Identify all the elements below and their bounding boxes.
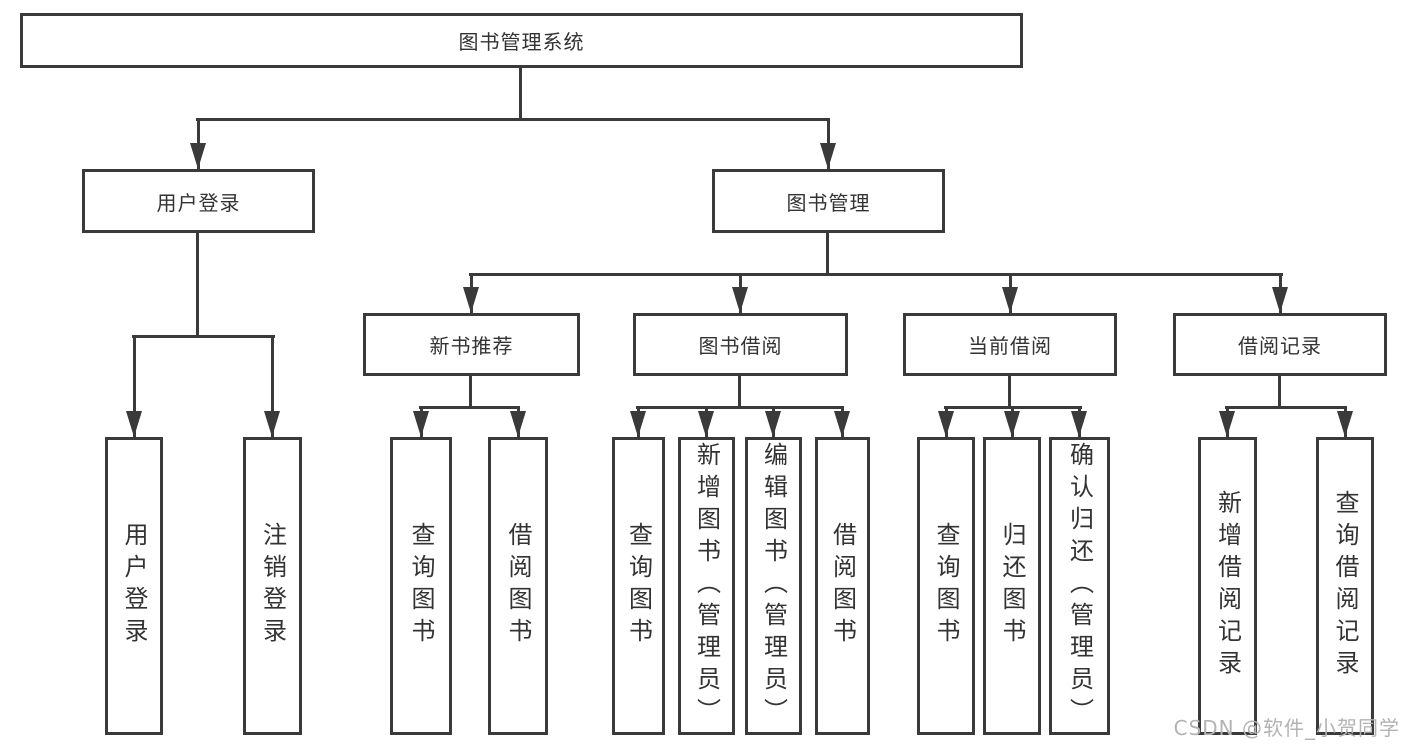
leaf-user-login-label: 用户登录 — [120, 522, 148, 650]
leaf-bb-edit-books: 编辑图书（管理员） — [745, 437, 802, 735]
leaf-bb-query-books-label: 查询图书 — [624, 522, 653, 650]
arrow-to-borrow-record — [1272, 273, 1288, 313]
leaf-cb-confirm-return-label: 确认归还（管理员） — [1065, 442, 1094, 730]
leaf-bb-borrow-books-label: 借阅图书 — [828, 522, 857, 650]
arrow-to-current-borrow — [1002, 273, 1018, 313]
arrow-to-leaf-logout — [264, 335, 280, 437]
connector-user-login-stem — [196, 233, 199, 338]
node-user-login-label: 用户登录 — [156, 190, 241, 215]
leaf-rec-query-books: 查询图书 — [390, 437, 452, 735]
connector-level3-rail — [469, 273, 1283, 276]
leaf-bb-query-books: 查询图书 — [612, 437, 665, 735]
connector-level2-rail — [196, 118, 830, 121]
leaf-rec-borrow-books-label: 借阅图书 — [504, 522, 532, 650]
node-new-book-rec: 新书推荐 — [363, 313, 580, 376]
leaf-bb-edit-books-label: 编辑图书（管理员） — [759, 442, 788, 730]
leaf-bb-add-books: 新增图书（管理员） — [678, 437, 735, 735]
leaf-bb-borrow-books: 借阅图书 — [815, 437, 870, 735]
node-borrow-record-label: 借阅记录 — [1238, 334, 1322, 358]
leaf-cb-return-books: 归还图书 — [983, 437, 1041, 735]
node-book-mgmt: 图书管理 — [712, 169, 945, 233]
node-new-book-rec-label: 新书推荐 — [429, 334, 514, 358]
root-node: 图书管理系统 — [20, 13, 1023, 68]
connector-book-borrow-rail — [636, 406, 844, 409]
csdn-watermark: CSDN @软件_小贺同学 — [1173, 716, 1400, 740]
leaf-cb-confirm-return: 确认归还（管理员） — [1049, 437, 1110, 735]
arrow-to-leaf-bb-edit — [765, 406, 781, 437]
connector-book-mgmt-stem — [826, 233, 829, 276]
leaf-user-login: 用户登录 — [105, 437, 163, 735]
node-borrow-record: 借阅记录 — [1173, 313, 1387, 376]
connector-new-book-rec-rail — [419, 406, 520, 409]
node-book-borrow-label: 图书借阅 — [698, 334, 783, 358]
leaf-logout-label: 注销登录 — [258, 522, 287, 650]
node-current-borrow-label: 当前借阅 — [968, 334, 1052, 358]
arrow-to-book-borrow — [732, 273, 748, 313]
connector-borrow-record-stem — [1278, 376, 1281, 409]
connector-current-borrow-stem — [1008, 376, 1011, 409]
node-user-login: 用户登录 — [82, 169, 315, 233]
arrow-to-new-book-rec — [463, 273, 479, 313]
arrow-to-leaf-user-login — [126, 335, 142, 437]
connector-borrow-record-rail — [1225, 406, 1346, 409]
root-node-label: 图书管理系统 — [458, 30, 585, 54]
arrow-to-book-mgmt — [820, 118, 836, 169]
leaf-bb-add-books-label: 新增图书（管理员） — [692, 442, 721, 730]
leaf-br-query-record-label: 查询借阅记录 — [1331, 490, 1359, 682]
node-book-borrow: 图书借阅 — [633, 313, 848, 376]
arrow-to-leaf-rec-query — [413, 406, 429, 437]
arrow-to-leaf-cb-query — [938, 406, 954, 437]
node-current-borrow: 当前借阅 — [903, 313, 1117, 376]
arrow-to-leaf-br-query — [1337, 406, 1353, 437]
connector-user-login-rail — [132, 335, 275, 338]
arrow-to-leaf-bb-query — [630, 406, 646, 437]
arrow-to-leaf-bb-borrow — [834, 406, 850, 437]
leaf-br-query-record: 查询借阅记录 — [1316, 437, 1374, 735]
node-book-mgmt-label: 图书管理 — [786, 190, 871, 215]
leaf-logout: 注销登录 — [243, 437, 302, 735]
leaf-cb-query-books-label: 查询图书 — [932, 522, 960, 650]
connector-root-stem — [519, 68, 522, 121]
arrow-to-leaf-rec-borrow — [510, 406, 526, 437]
arrow-to-leaf-cb-return — [1004, 406, 1020, 437]
arrow-to-leaf-br-add — [1219, 406, 1235, 437]
connector-book-borrow-stem — [738, 376, 741, 409]
leaf-br-add-record-label: 新增借阅记录 — [1213, 490, 1242, 682]
leaf-br-add-record: 新增借阅记录 — [1198, 437, 1257, 735]
leaf-cb-return-books-label: 归还图书 — [998, 522, 1026, 650]
arrow-to-user-login — [190, 118, 206, 169]
leaf-cb-query-books: 查询图书 — [917, 437, 975, 735]
arrow-to-leaf-cb-confirm — [1071, 406, 1087, 437]
leaf-rec-borrow-books: 借阅图书 — [488, 437, 548, 735]
arrow-to-leaf-bb-add — [698, 406, 714, 437]
leaf-rec-query-books-label: 查询图书 — [407, 522, 435, 650]
connector-new-book-rec-stem — [469, 376, 472, 409]
